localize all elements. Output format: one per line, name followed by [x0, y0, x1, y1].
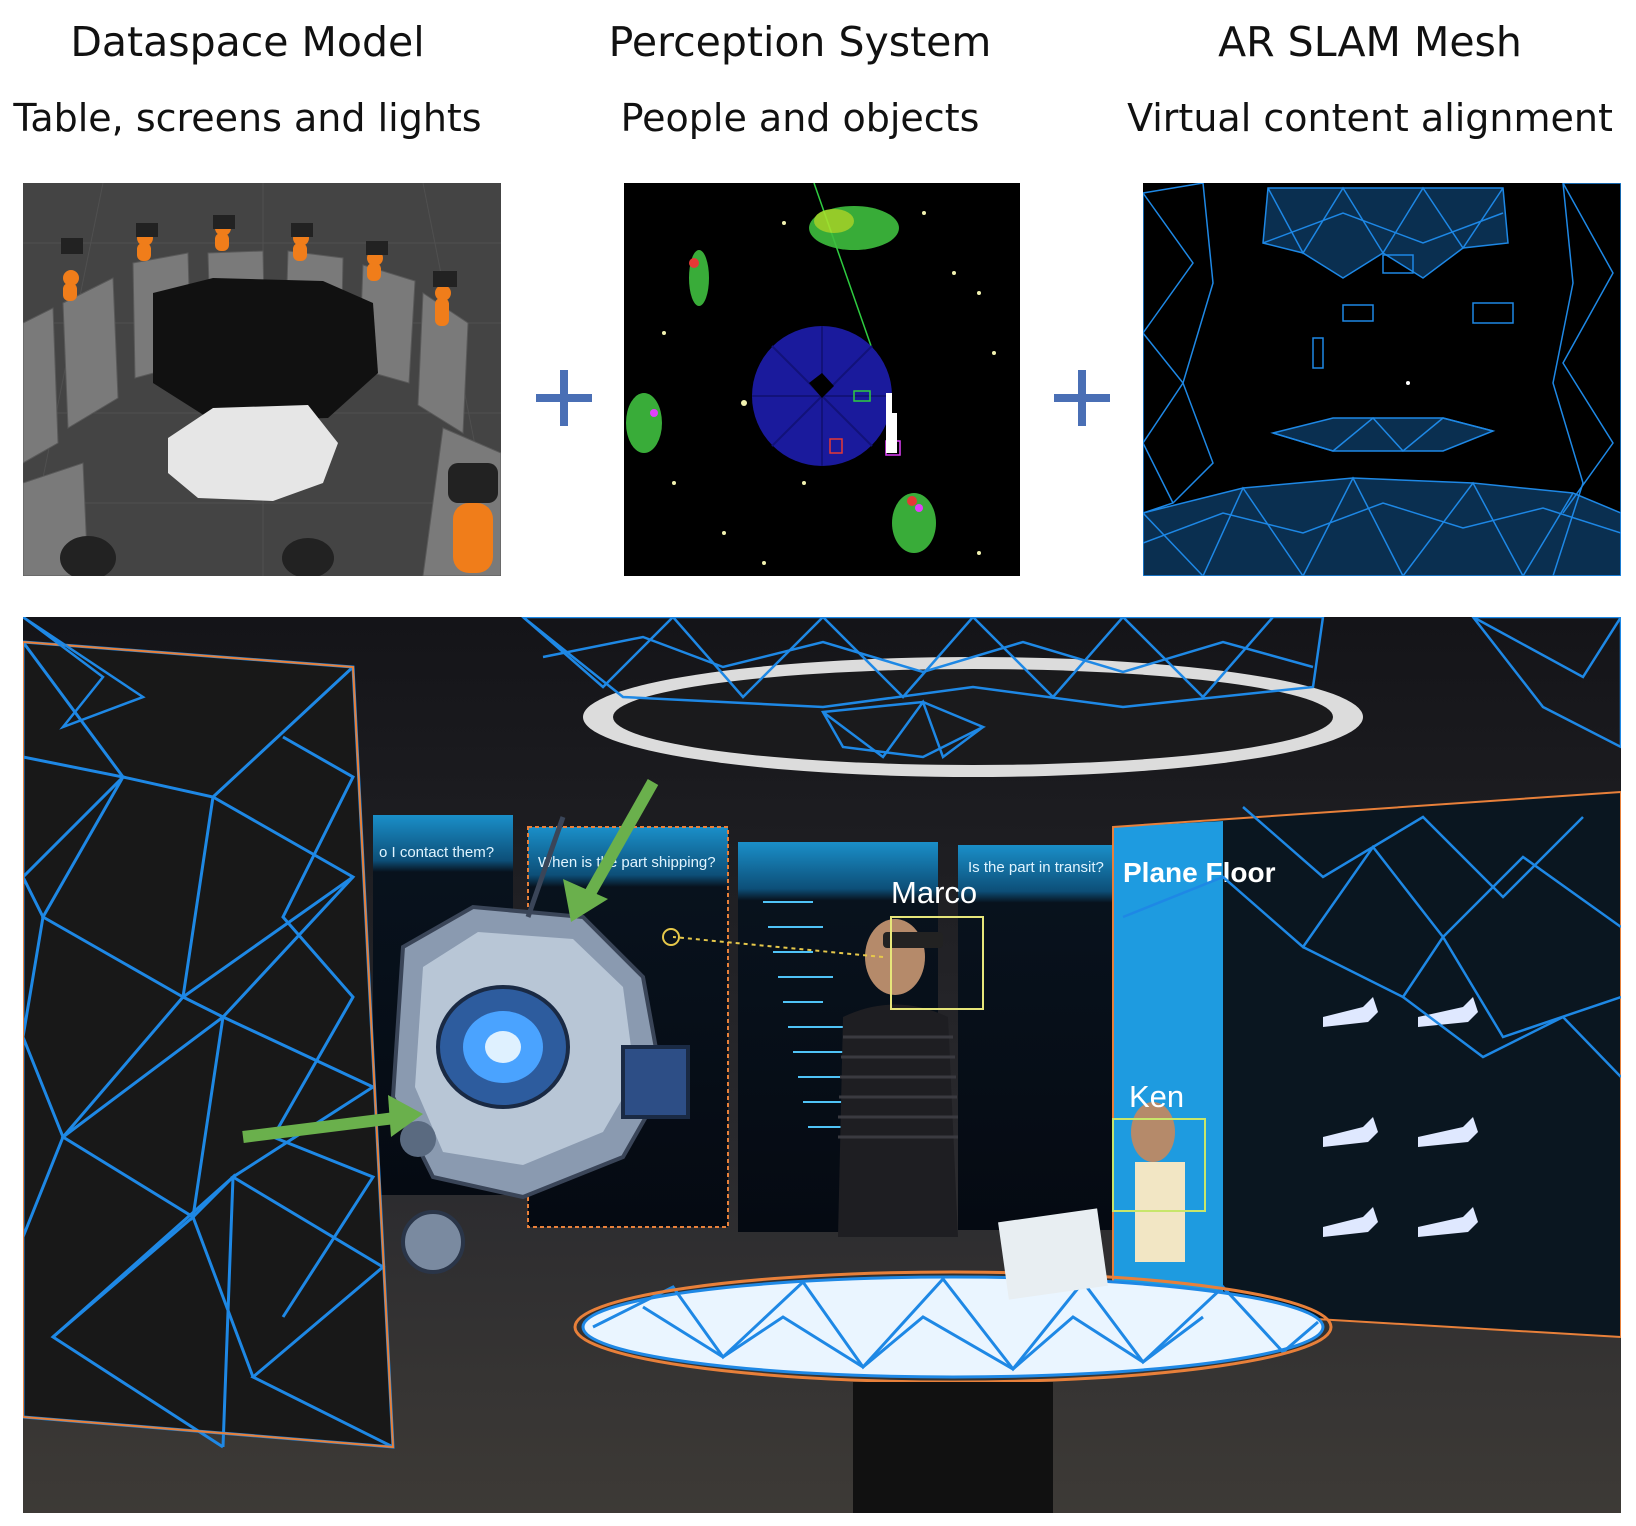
perception-point-cloud-svg — [624, 183, 1020, 576]
person-ken — [1112, 1102, 1206, 1262]
col-subtitle-perception: People and objects — [620, 96, 980, 140]
ken-face-box — [1112, 1118, 1206, 1212]
marco-face-box — [890, 916, 984, 1010]
slam-mesh-svg — [1143, 183, 1621, 576]
ar-scene-svg: o I contact them? When is the part shipp… — [23, 617, 1621, 1513]
ceiling-mesh — [23, 617, 1621, 760]
dataspace-model-svg — [23, 183, 501, 576]
label-marco: Marco — [891, 875, 978, 910]
col-title-dataspace: Dataspace Model — [70, 18, 425, 66]
arrow-to-robot-side — [242, 1095, 423, 1143]
plus-icon-2 — [1052, 368, 1112, 428]
plane-floor-screen: Plane Floor — [1112, 790, 1621, 1339]
col-title-slam: AR SLAM Mesh — [1218, 18, 1522, 66]
plus-icon-1 — [534, 368, 594, 428]
col-subtitle-dataspace: Table, screens and lights — [13, 96, 482, 140]
right-screen-mesh — [1122, 806, 1621, 1078]
ar-scene-photo: o I contact them? When is the part shipp… — [23, 617, 1621, 1513]
dataspace-model-render — [23, 183, 501, 576]
arrow-to-robot-top — [563, 779, 659, 922]
table-mesh — [573, 1270, 1333, 1513]
left-wall-mesh — [23, 640, 395, 1449]
perception-system-render — [624, 183, 1020, 576]
wall-screen-4: Is the part in transit? — [958, 845, 1133, 1230]
laptop — [998, 1208, 1108, 1300]
col-title-perception: Perception System — [608, 18, 992, 66]
screen-4-question: Is the part in transit? — [968, 859, 1104, 876]
plane-floor-text: Plane Floor — [1123, 857, 1276, 888]
virtual-robot — [390, 816, 690, 1274]
person-marco — [838, 916, 984, 1237]
screen-2-question: When is the part shipping? — [538, 854, 716, 871]
ar-slam-mesh-render — [1143, 183, 1621, 576]
gaze-line-marco — [662, 928, 884, 958]
screen-1-question: o I contact them? — [379, 844, 494, 861]
col-subtitle-slam: Virtual content alignment — [1127, 96, 1613, 140]
label-ken: Ken — [1129, 1079, 1185, 1114]
